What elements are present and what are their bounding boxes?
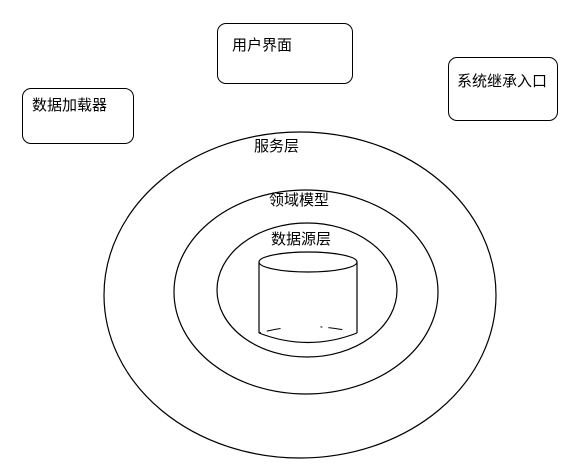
- data-loader-box: 数据加载器: [22, 88, 134, 144]
- system-inheritance-entry-box: 系统继承入口: [448, 57, 558, 121]
- database-cylinder-icon: [258, 251, 358, 344]
- service-layer-label: 服务层: [254, 137, 299, 155]
- user-interface-box: 用户界面: [217, 23, 353, 84]
- system-inheritance-entry-label: 系统继承入口: [457, 72, 548, 90]
- service-layer-ring: [103, 131, 497, 459]
- domain-model-ring: [173, 189, 439, 395]
- data-source-layer-label: 数据源层: [271, 230, 331, 248]
- data-loader-label: 数据加载器: [32, 96, 108, 114]
- data-source-ring: [216, 222, 398, 358]
- domain-model-label: 领域模型: [269, 191, 329, 209]
- user-interface-label: 用户界面: [232, 36, 293, 54]
